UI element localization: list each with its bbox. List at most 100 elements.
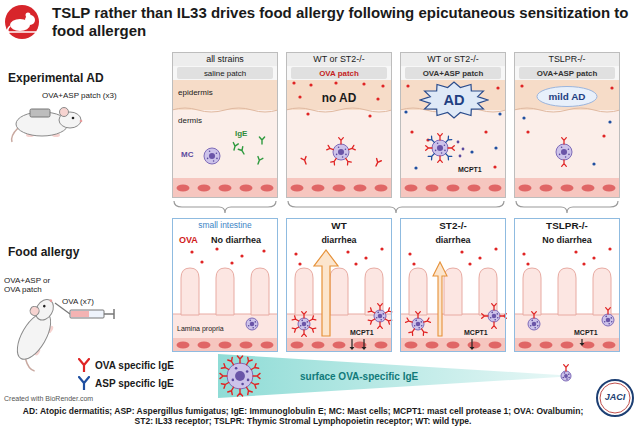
section-label: Food allergy (8, 246, 79, 260)
allergen-dot (410, 130, 413, 133)
allergen-dot (190, 250, 193, 253)
antibody-symbol (428, 136, 436, 144)
decrease-arrow (362, 347, 367, 350)
allergen-dot (574, 250, 577, 253)
panel-text: diarrhea (287, 236, 391, 246)
diarrhea-arrow (314, 250, 338, 336)
antibody-symbol (444, 152, 452, 160)
red-blood-cell (375, 342, 388, 349)
lumen (286, 218, 392, 352)
red-blood-cell (405, 185, 418, 192)
granule (608, 323, 610, 325)
lamina-propria-band (514, 314, 620, 338)
allergen-dot (493, 165, 496, 168)
blood-vessel (172, 178, 278, 198)
intestine-panel: ST2-/-diarrheaMCPT1 (400, 218, 506, 352)
mast-cell-nucleus (564, 374, 568, 378)
panel-text: dermis (177, 117, 203, 126)
granule (611, 317, 613, 319)
allergen-dot (404, 110, 407, 113)
allergen-dot (354, 262, 357, 265)
granule (241, 383, 244, 386)
red-blood-cell (333, 342, 346, 349)
granule (345, 154, 347, 156)
allergen-dot (406, 84, 409, 87)
mast-cell-nucleus (250, 322, 255, 327)
red-blood-cell (177, 342, 190, 349)
mast-cell (327, 138, 356, 165)
granule (216, 152, 218, 154)
allergen-dot (368, 114, 371, 117)
allergen-dot (608, 247, 611, 250)
syringe-fluid (71, 311, 89, 317)
basement-line (514, 108, 620, 112)
title: TSLP rather than IL33 drives food allerg… (52, 4, 632, 40)
released-granule (459, 155, 462, 158)
mast-cell (528, 312, 540, 330)
panel-heading: WT or ST2-/- (287, 55, 391, 65)
granule (307, 321, 309, 323)
antibody-symbol (562, 138, 567, 144)
mast-cell (292, 312, 316, 337)
dermis-layer (172, 110, 278, 178)
panel-text: MCPT1 (573, 329, 599, 337)
mast-cell-body (412, 318, 424, 330)
granule (380, 319, 382, 321)
mast-cell-body (556, 144, 572, 160)
allergen-dot (292, 81, 295, 84)
skin-panel: all strainssaline patchepidermisdermisIg… (172, 52, 278, 198)
mast-cell-body (374, 310, 386, 322)
granule (491, 312, 493, 314)
patch-band (172, 66, 278, 80)
syringe-plunger (104, 313, 114, 315)
panel-text: OVA+ASP patch (515, 70, 619, 79)
panel-text: No diarrhea (515, 236, 619, 246)
mast-cell (561, 365, 571, 381)
panel-text: OVA (179, 236, 198, 246)
mast-cell (426, 134, 455, 163)
red-blood-cell (561, 185, 574, 192)
red-blood-cell (519, 185, 532, 192)
allergen-dot (262, 249, 265, 252)
allergen-dot (522, 252, 525, 255)
villus (479, 268, 497, 315)
granule (565, 156, 567, 158)
mouse-nose (49, 299, 53, 303)
granule (376, 317, 378, 319)
released-granule (457, 141, 460, 144)
blood-vessel (286, 178, 392, 198)
granule (345, 148, 347, 150)
antibody-symbol (79, 359, 89, 372)
panel-heading: WT or ST2-/- (401, 55, 505, 65)
red-blood-cell (261, 185, 274, 192)
mast-cell-nucleus (235, 371, 245, 381)
panel-text: MC (181, 151, 193, 160)
logo-mouse (26, 13, 31, 18)
panel-text: MCPT1 (457, 166, 483, 174)
red-blood-cell (198, 185, 211, 192)
antibody-symbol (564, 365, 569, 371)
allergen-dot (346, 250, 349, 253)
skin-panel: WT or ST2-/-OVA patchno AD (286, 52, 392, 198)
decrease-arrow (471, 339, 472, 348)
antibody-symbol (259, 137, 264, 144)
panel-text: IgE (235, 130, 247, 139)
granule (534, 327, 536, 329)
granule (530, 325, 532, 327)
allergen-dot (364, 256, 367, 259)
mast-cell-nucleus (416, 322, 421, 327)
mast-cell (220, 356, 260, 396)
red-blood-cell (447, 342, 460, 349)
granule (444, 150, 446, 152)
granule (537, 321, 539, 323)
granule (564, 372, 566, 374)
red-blood-cell (426, 185, 439, 192)
antibody-symbol (606, 308, 611, 314)
villus (365, 268, 383, 315)
allergen-dot (468, 262, 471, 265)
mast-cell (602, 308, 614, 326)
antibody-symbol (327, 145, 334, 151)
antibody-symbol (221, 380, 230, 388)
decrease-arrow (350, 347, 355, 350)
antibody-symbol (237, 356, 242, 363)
